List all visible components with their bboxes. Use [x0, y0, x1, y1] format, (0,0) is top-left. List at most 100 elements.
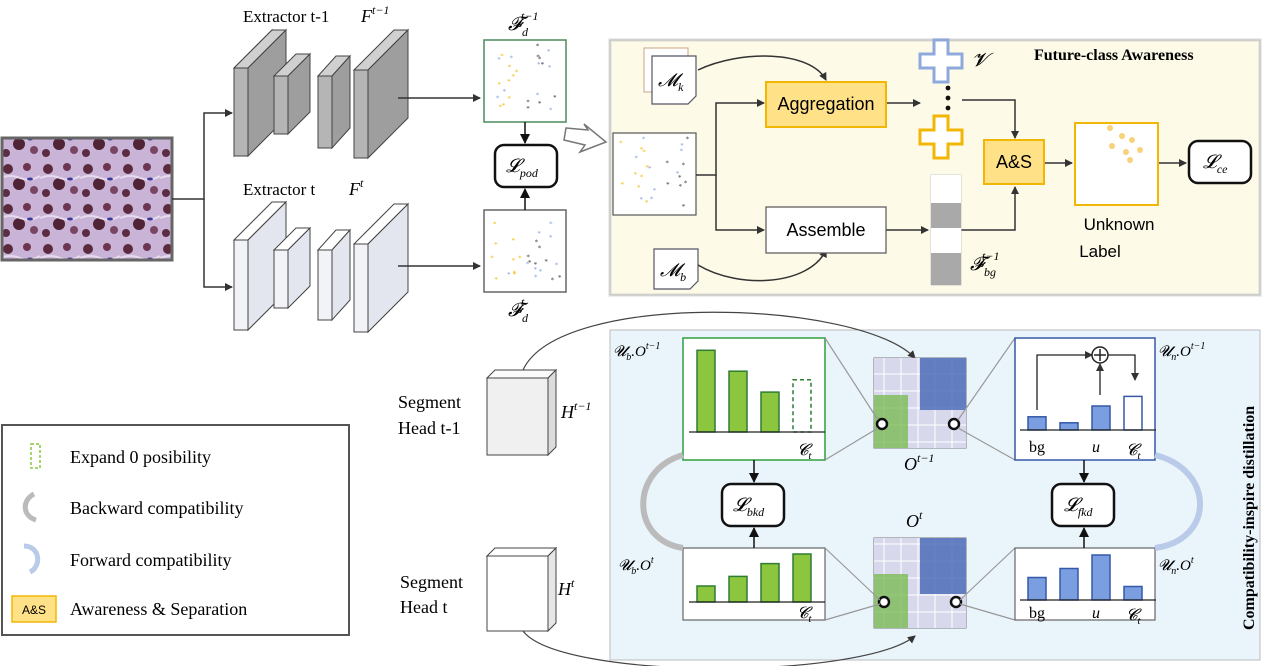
segment-head-curr	[485, 546, 558, 633]
loss-pod-box	[493, 143, 559, 189]
feature-point: *	[511, 237, 515, 245]
feature-point: *	[548, 64, 552, 72]
plus-icon	[1091, 346, 1109, 364]
feature-point: *	[511, 257, 515, 265]
feature-point: *	[535, 239, 539, 247]
feature-point: *	[513, 270, 517, 278]
as-box	[983, 139, 1045, 185]
un-curr-label: 𝓤n.Ot	[1158, 555, 1194, 577]
loss-fkd-box	[1050, 482, 1116, 528]
feature-point: *	[678, 174, 682, 182]
backward-compat-arc	[640, 452, 684, 551]
feature-point: *	[541, 61, 545, 69]
head-to-output-arcs	[522, 311, 916, 666]
bar	[792, 553, 812, 603]
feature-point: *	[640, 174, 644, 182]
legend-expand: Expand 0 posibility	[70, 447, 211, 467]
feature-point: *	[509, 54, 513, 62]
head-prev-line2: Head t-1	[398, 418, 460, 438]
bar	[1123, 585, 1143, 601]
virtual-class-icons	[918, 38, 964, 160]
feature-point: *	[534, 274, 538, 282]
feature-point: *	[682, 203, 686, 211]
feature-point: *	[496, 95, 500, 103]
bar	[1059, 422, 1079, 431]
extractor-arrows	[398, 94, 481, 270]
feature-point: *	[553, 94, 557, 102]
feature-point: *	[679, 148, 683, 156]
legend-as: Awareness & Separation	[70, 599, 247, 619]
feature-point: *	[621, 181, 625, 189]
bar	[1091, 554, 1111, 601]
extractor-curr	[232, 200, 410, 334]
feature-point: *	[639, 196, 643, 204]
feature-point: *	[633, 171, 637, 179]
feature-point: *	[502, 88, 506, 96]
feature-point: *	[549, 234, 553, 242]
u-label-fcurr: u	[1092, 605, 1100, 622]
bar	[1027, 576, 1047, 601]
head-curr-line1: Segment	[400, 572, 463, 592]
aggregation-box	[765, 81, 887, 128]
legend-forward: Forward compatibility	[70, 550, 231, 570]
future-panel-title: Future-class Awareness	[1034, 47, 1194, 64]
feature-point: *	[507, 78, 511, 86]
bg-label-fprev: bg	[1029, 439, 1045, 456]
feature-point: *	[619, 139, 623, 147]
extractor-curr-label: Extractor t	[243, 180, 315, 199]
feature-point: *	[515, 69, 519, 77]
feature-curr-symbol: Ft	[348, 176, 364, 199]
bar	[728, 370, 748, 433]
aggregation-label: Aggregation	[777, 94, 874, 114]
feature-point: *	[645, 199, 649, 207]
bar	[760, 391, 780, 433]
bar	[696, 585, 716, 603]
fbg-label: 𝓕bgt−1	[970, 249, 999, 279]
bar	[696, 349, 716, 433]
legend-backward: Backward compatibility	[70, 498, 243, 518]
forward-compat-arc	[1154, 452, 1203, 551]
feature-point: *	[528, 259, 532, 267]
head-curr-line2: Head t	[400, 597, 447, 617]
feature-point: *	[534, 261, 538, 269]
memory-known-label: 𝓜k	[658, 70, 684, 94]
feature-scatter-prev: **************************	[496, 43, 557, 115]
feature-point: *	[538, 100, 542, 108]
h-curr-label: Ht	[557, 576, 575, 599]
feature-point: *	[684, 180, 688, 188]
backward-curr-bars	[689, 553, 825, 603]
memory-known: 𝓜k	[643, 47, 697, 105]
bar	[1059, 567, 1079, 601]
forward-aggregate-lines	[1036, 351, 1139, 410]
feature-point: *	[490, 255, 494, 263]
unknown-label-dots	[1107, 125, 1143, 163]
feature-point: *	[645, 164, 649, 172]
backward-prev-bars	[689, 349, 825, 433]
bar	[1123, 395, 1143, 431]
forward-arc-icon	[23, 543, 41, 575]
memory-bg: 𝓜b	[653, 248, 699, 290]
feature-point: *	[665, 159, 669, 167]
feature-point: *	[558, 274, 562, 282]
unknown-label-map	[1074, 122, 1159, 206]
transfer-arrow	[563, 123, 608, 154]
feature-point: *	[549, 107, 553, 115]
backward-arc-icon	[22, 491, 37, 523]
feature-point: *	[653, 187, 657, 195]
panel-feature-scatter: **************************	[619, 136, 689, 211]
feature-point: *	[507, 95, 511, 103]
feature-point: *	[538, 245, 542, 253]
feature-prev-symbol: Ft−1	[360, 3, 389, 26]
feature-point: *	[642, 149, 646, 157]
feature-point: *	[497, 81, 501, 89]
feature-point: *	[493, 220, 497, 228]
feature-point: *	[640, 146, 644, 154]
legend-as-icon-label: A&S	[22, 603, 46, 617]
feature-point: *	[666, 181, 670, 189]
future-connectors	[696, 55, 1187, 282]
feature-point: *	[499, 103, 503, 111]
ub-curr-label: 𝓤b.Ot	[618, 555, 654, 577]
feature-point: *	[680, 142, 684, 150]
feature-point: *	[642, 136, 646, 144]
as-legend-icon	[11, 595, 57, 623]
